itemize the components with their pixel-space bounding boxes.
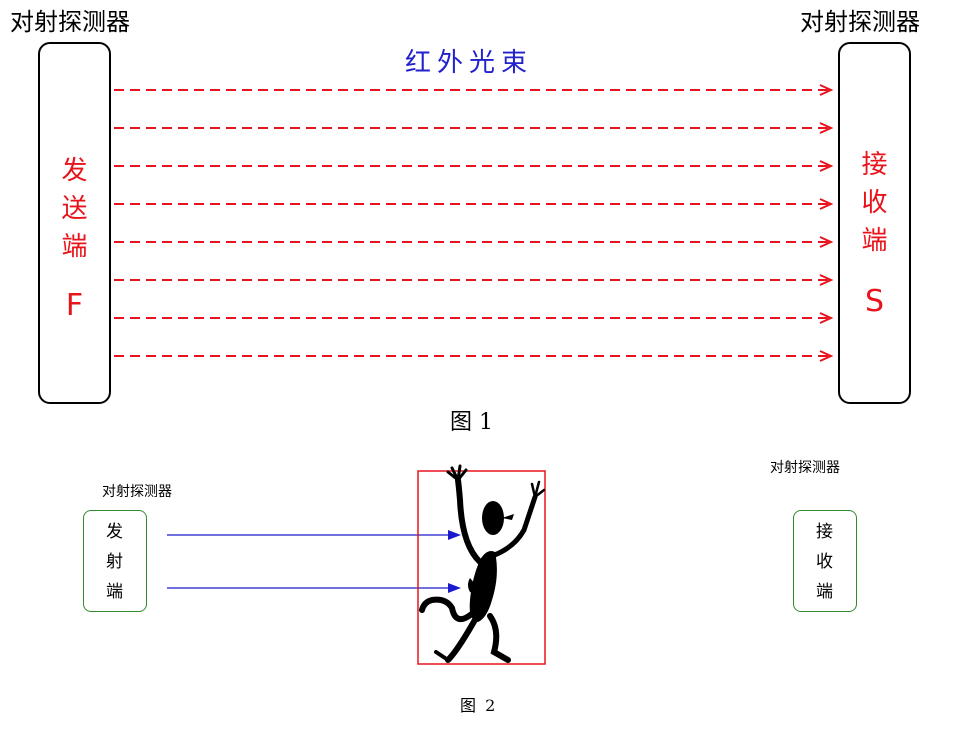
- fig1-beam-arrowhead: [819, 122, 834, 134]
- fig2-transmitter-unit: 发 射 端: [83, 510, 147, 612]
- fig2-receiver-char-3: 端: [816, 582, 833, 602]
- fig2-transmitter-char-2: 射: [106, 552, 123, 572]
- intruder-frame: [417, 470, 546, 665]
- running-person-icon: [419, 464, 546, 663]
- fig1-receiver-char-3: 端: [861, 226, 888, 256]
- fig1-transmitter-label: 发 送 端: [40, 152, 109, 266]
- fig1-beam-arrowhead: [819, 274, 834, 286]
- fig2-transmitter-char-3: 端: [106, 582, 123, 602]
- fig2-beams: [167, 530, 461, 593]
- fig2-transmitter-char-1: 发: [106, 522, 123, 542]
- fig1-receiver-label: 接 收 端: [840, 146, 909, 260]
- fig1-receiver-char-1: 接: [861, 150, 888, 180]
- fig1-beam-arrowhead: [819, 236, 834, 248]
- fig2-receiver-char-1: 接: [816, 522, 833, 542]
- fig1-caption: 图 1: [450, 410, 493, 435]
- fig1-beams: [114, 84, 834, 362]
- fig2-receiver-unit: 接 收 端: [793, 510, 857, 612]
- fig2-right-header: 对射探测器: [770, 460, 840, 476]
- fig1-transmitter-char-1: 发: [61, 156, 88, 186]
- fig2-left-header: 对射探测器: [102, 484, 172, 500]
- fig1-beam-arrowhead: [819, 312, 834, 324]
- fig2-beam-arrowhead: [448, 583, 461, 593]
- fig1-transmitter-char-2: 送: [61, 194, 88, 224]
- fig1-transmitter-unit: 发 送 端 F: [38, 42, 111, 404]
- fig1-right-header: 对射探测器: [800, 8, 920, 36]
- fig1-receiver-letter: S: [864, 284, 885, 319]
- fig1-beam-arrowhead: [819, 198, 834, 210]
- fig2-receiver-label: 接 收 端: [794, 517, 855, 607]
- fig2-caption: 图 2: [460, 696, 498, 715]
- fig1-beam-arrowhead: [819, 350, 834, 362]
- fig1-beam-arrowhead: [819, 160, 834, 172]
- fig2-transmitter-label: 发 射 端: [84, 517, 145, 607]
- fig1-beam-title: 红外光束: [405, 48, 534, 78]
- fig2-beam-arrowhead: [448, 530, 461, 540]
- fig1-receiver-unit: 接 收 端 S: [838, 42, 911, 404]
- fig1-receiver-char-2: 收: [861, 188, 888, 218]
- fig2-receiver-char-2: 收: [816, 552, 833, 572]
- fig1-transmitter-letter: F: [65, 288, 84, 323]
- fig1-transmitter-char-3: 端: [61, 232, 88, 262]
- fig1-left-header: 对射探测器: [10, 8, 130, 36]
- fig1-beam-arrowhead: [819, 84, 834, 96]
